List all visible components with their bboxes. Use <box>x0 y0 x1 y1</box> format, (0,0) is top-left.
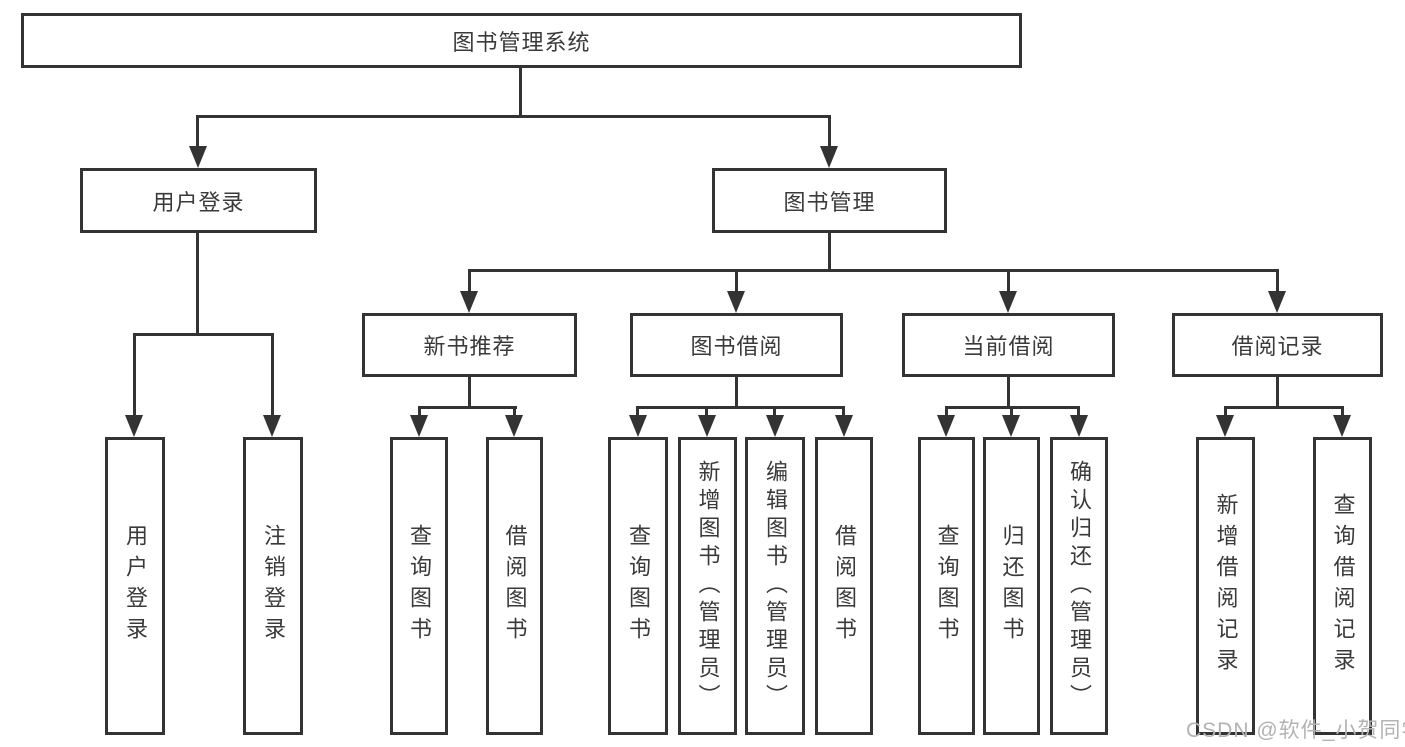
connector-line <box>828 233 831 271</box>
arrow-down-icon <box>727 291 745 313</box>
connector-line <box>196 115 831 118</box>
connector-line <box>735 269 738 293</box>
arrow-down-icon <box>820 146 838 168</box>
arrow-down-icon <box>125 415 143 437</box>
arrow-down-icon <box>1002 415 1020 437</box>
leaf-cb-confirm-return-admin: 确认归还（管理员） <box>1050 437 1108 735</box>
connector-line <box>1341 406 1344 418</box>
connector-line <box>468 377 471 408</box>
leaf-user-login: 用户登录 <box>105 437 165 735</box>
connector-line <box>513 406 516 418</box>
node-book-borrow-label: 图书借阅 <box>690 334 783 359</box>
arrow-down-icon <box>189 146 207 168</box>
watermark: CSDN @软件_小贺同学 <box>1186 719 1405 742</box>
arrow-down-icon <box>1268 291 1286 313</box>
leaf-bb-query-books-label: 查询图书 <box>626 524 651 648</box>
node-current-borrow-label: 当前借阅 <box>962 334 1055 359</box>
node-borrow-records: 借阅记录 <box>1172 313 1383 377</box>
node-root-label: 图书管理系统 <box>452 29 591 55</box>
node-user-login-label: 用户登录 <box>152 189 245 215</box>
node-new-book-recommend: 新书推荐 <box>362 313 577 377</box>
connector-line <box>945 406 948 418</box>
node-book-management: 图书管理 <box>712 168 947 233</box>
connector-line <box>1276 377 1279 408</box>
connector-line <box>828 115 831 148</box>
node-borrow-records-label: 借阅记录 <box>1231 334 1324 359</box>
leaf-cb-return-books: 归还图书 <box>983 437 1040 735</box>
connector-line <box>1224 406 1227 418</box>
leaf-bb-borrow-books-label: 借阅图书 <box>832 524 857 648</box>
node-user-login: 用户登录 <box>80 168 317 233</box>
connector-line <box>133 333 136 417</box>
leaf-bb-edit-books-admin: 编辑图书（管理员） <box>745 437 805 735</box>
connector-line <box>735 377 738 408</box>
connector-line <box>705 406 708 418</box>
arrow-down-icon <box>1070 415 1088 437</box>
leaf-nb-borrow-books-label: 借阅图书 <box>502 524 528 648</box>
leaf-br-query-record: 查询借阅记录 <box>1313 437 1372 735</box>
node-book-management-label: 图书管理 <box>783 189 876 215</box>
arrow-down-icon <box>999 291 1017 313</box>
arrow-down-icon <box>1333 415 1351 437</box>
arrow-down-icon <box>937 415 955 437</box>
connector-line <box>196 115 199 148</box>
leaf-br-add-record: 新增借阅记录 <box>1196 437 1255 735</box>
connector-line <box>1276 269 1279 293</box>
connector-line <box>196 233 199 335</box>
arrow-down-icon <box>835 415 853 437</box>
leaf-user-login-label: 用户登录 <box>123 524 148 648</box>
connector-line <box>418 406 517 409</box>
arrow-down-icon <box>505 415 523 437</box>
arrow-down-icon <box>1216 415 1234 437</box>
leaf-bb-borrow-books: 借阅图书 <box>815 437 873 735</box>
arrow-down-icon <box>460 291 478 313</box>
connector-line <box>842 406 845 418</box>
leaf-cb-confirm-return-admin-label: 确认归还（管理员） <box>1067 460 1092 712</box>
connector-line <box>134 333 274 336</box>
connector-line <box>1224 406 1344 409</box>
arrow-down-icon <box>698 415 716 437</box>
connector-line <box>1077 406 1080 418</box>
leaf-bb-add-books-admin: 新增图书（管理员） <box>678 437 737 735</box>
leaf-bb-add-books-admin-label: 新增图书（管理员） <box>695 460 721 712</box>
leaf-cb-query-books-label: 查询图书 <box>934 524 960 648</box>
connector-line <box>636 406 845 409</box>
leaf-bb-query-books: 查询图书 <box>608 437 668 735</box>
arrow-down-icon <box>263 415 281 437</box>
connector-line <box>468 269 471 293</box>
leaf-cb-return-books-label: 归还图书 <box>999 524 1025 648</box>
node-root: 图书管理系统 <box>21 13 1022 68</box>
connector-line <box>1007 377 1010 408</box>
node-new-book-recommend-label: 新书推荐 <box>423 334 516 359</box>
connector-line <box>519 68 522 118</box>
arrow-down-icon <box>629 415 647 437</box>
leaf-br-add-record-label: 新增借阅记录 <box>1213 493 1239 679</box>
connector-line <box>271 333 274 417</box>
connector-line <box>1010 406 1013 418</box>
leaf-logout-label: 注销登录 <box>261 524 286 648</box>
leaf-cb-query-books: 查询图书 <box>918 437 975 735</box>
arrow-down-icon <box>766 415 784 437</box>
connector-line <box>636 406 639 418</box>
arrow-down-icon <box>410 415 428 437</box>
connector-line <box>1007 269 1010 293</box>
connector-line <box>773 406 776 418</box>
node-current-borrow: 当前借阅 <box>902 313 1115 377</box>
leaf-br-query-record-label: 查询借阅记录 <box>1330 493 1356 679</box>
leaf-logout: 注销登录 <box>243 437 303 735</box>
leaf-nb-query-books-label: 查询图书 <box>407 524 432 648</box>
leaf-bb-edit-books-admin-label: 编辑图书（管理员） <box>763 460 788 712</box>
connector-line <box>468 269 1278 272</box>
connector-line <box>418 406 421 418</box>
node-book-borrow: 图书借阅 <box>630 313 843 377</box>
leaf-nb-borrow-books: 借阅图书 <box>486 437 543 735</box>
leaf-nb-query-books: 查询图书 <box>390 437 448 735</box>
